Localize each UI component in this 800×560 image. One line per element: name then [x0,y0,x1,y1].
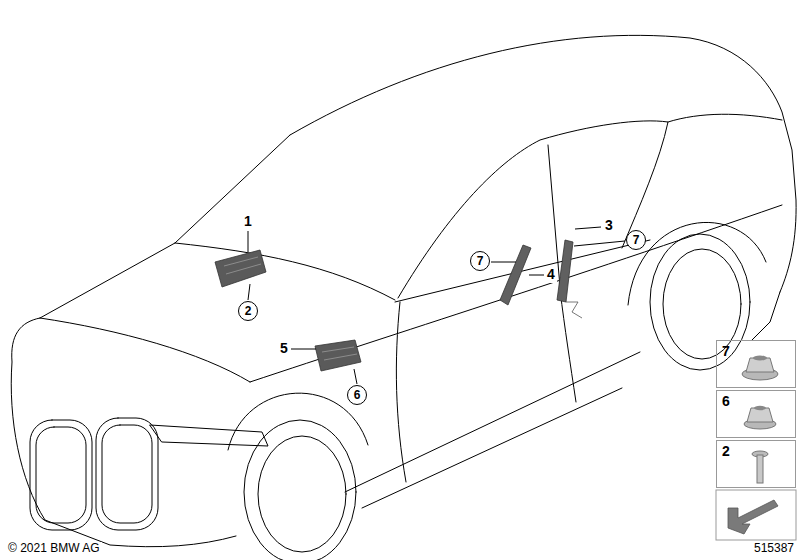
fastener-panel: 7 [716,340,796,388]
note-text: © 2021 BMW AG [8,541,100,555]
fastener-panel: 6 [716,390,796,438]
callout-number: 6 [354,388,361,402]
callout-number: 7 [477,254,484,268]
callout-circle: 7 [470,251,490,271]
callout-label: 1 [242,214,254,229]
callout-circle: 7 [626,230,646,250]
note-label: © 2021 BMW AG [6,542,102,555]
callout-number: 3 [605,217,613,233]
callout-number: 5 [280,340,288,356]
fastener-panel: 2 [716,440,796,488]
callout-number: 2 [245,304,252,318]
callout-number: 6 [722,393,730,409]
note-label: 515387 [752,542,796,555]
note-text: 515387 [754,541,794,555]
callout-label: 4 [545,267,557,282]
callout-number: 2 [722,443,730,459]
callout-number: 7 [722,343,730,359]
callout-circle: 6 [347,385,367,405]
callout-label: 5 [278,341,290,356]
callout-label: 3 [603,218,615,233]
callout-number: 7 [633,233,640,247]
callout-circle: 2 [238,301,258,321]
callout-number: 4 [547,266,555,282]
callout-number: 1 [244,213,252,229]
